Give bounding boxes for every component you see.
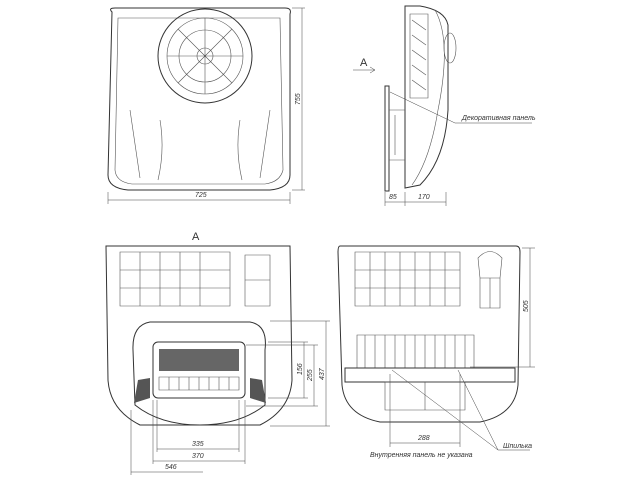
dim-505: 505 xyxy=(523,300,530,312)
dim-85: 85 xyxy=(389,194,397,201)
side-view: A Декоративная панель 85 170 xyxy=(353,5,536,206)
view-a: A 156 255 437 335 370 546 xyxy=(105,231,330,475)
front-view: 725 755 xyxy=(107,7,305,204)
dim-width-725: 725 xyxy=(195,192,207,199)
view-marker-a: A xyxy=(360,57,368,69)
stud-label: Шпилька xyxy=(503,443,532,450)
dim-370: 370 xyxy=(192,453,204,460)
dim-335: 335 xyxy=(192,441,204,448)
grille xyxy=(159,349,239,371)
dim-288: 288 xyxy=(417,435,430,442)
rear-view: 505 288 Внутренняя панель не указана Шпи… xyxy=(337,245,535,459)
dim-437: 437 xyxy=(319,367,326,380)
decorative-panel-label: Декоративная панель xyxy=(461,115,536,122)
inner-panel-note: Внутренняя панель не указана xyxy=(370,452,473,459)
dim-156: 156 xyxy=(297,363,304,375)
dim-546: 546 xyxy=(165,464,177,471)
fan-housing xyxy=(157,8,253,104)
view-a-title: A xyxy=(192,231,200,243)
dim-170: 170 xyxy=(418,194,430,201)
dim-height-755: 755 xyxy=(295,93,302,105)
dim-255: 255 xyxy=(307,369,314,382)
